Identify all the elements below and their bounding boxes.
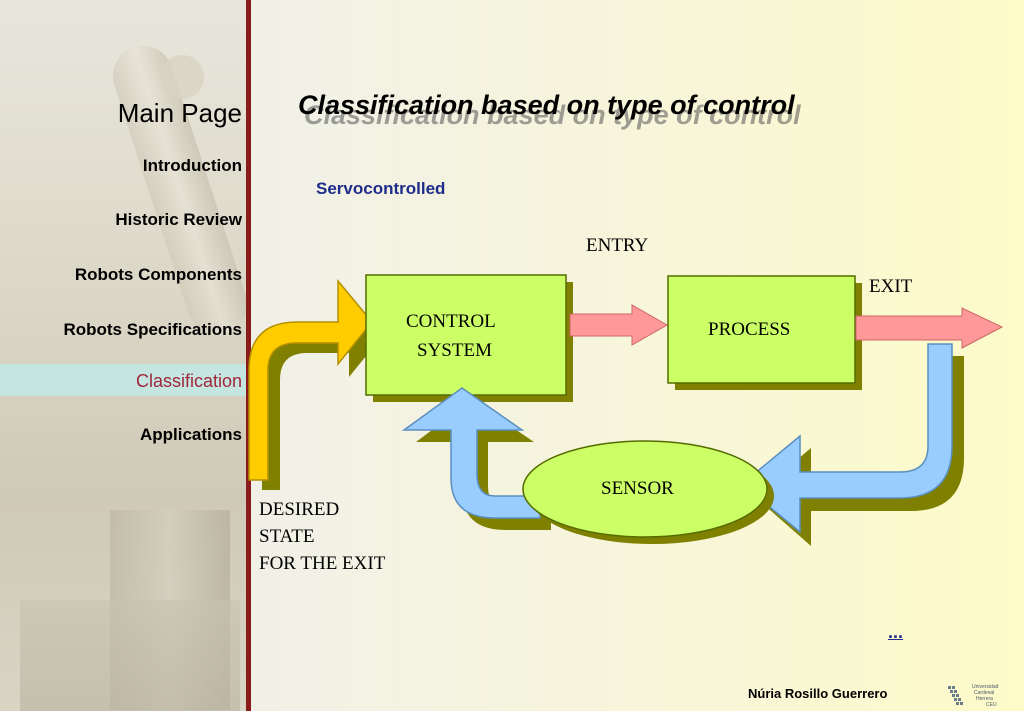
- control-system-label-1: CONTROL: [406, 311, 496, 332]
- process-label: PROCESS: [708, 319, 791, 340]
- control-system-label-2: SYSTEM: [417, 340, 492, 361]
- desired-state-arrow: [248, 278, 373, 481]
- logo-text-4: CEU: [986, 702, 997, 708]
- university-logo-icon: Universidad Cardenal Herrera CEU: [948, 684, 999, 708]
- nav-historic-review[interactable]: Historic Review: [115, 210, 242, 229]
- logo-text-2: Cardenal: [974, 690, 994, 696]
- control-system-box: [365, 274, 567, 396]
- robot-joint-image: [160, 55, 204, 99]
- nav-classification[interactable]: Classification: [135, 371, 242, 391]
- entry-label: ENTRY: [586, 235, 649, 256]
- desired-state-line-1: DESIRED: [259, 499, 340, 520]
- sidebar-background: [0, 0, 246, 711]
- more-link[interactable]: ...: [888, 622, 904, 642]
- exit-arrow: [855, 307, 1004, 349]
- exit-label: EXIT: [869, 276, 913, 297]
- desired-state-line-2: STATE: [259, 526, 315, 547]
- nav-robots-specifications[interactable]: Robots Specifications: [63, 320, 242, 339]
- slide-subtitle: Servocontrolled: [316, 179, 446, 198]
- process-box: [667, 275, 856, 384]
- author-name: Núria Rosillo Guerrero: [748, 686, 888, 701]
- feedback-arrow-left: [401, 387, 541, 519]
- sensor-label: SENSOR: [601, 478, 674, 499]
- sidebar-divider: [246, 0, 251, 711]
- feedback-arrow-right: [740, 343, 953, 534]
- desired-state-label: DESIRED STATE FOR THE EXIT: [259, 496, 385, 577]
- nav-introduction[interactable]: Introduction: [142, 156, 242, 175]
- logo-text-3: Herrera: [976, 696, 993, 702]
- desired-state-line-3: FOR THE EXIT: [259, 553, 386, 574]
- slide-title-shadow: Classification based on type of control: [304, 100, 801, 130]
- logo-text-1: Universidad: [972, 684, 999, 690]
- nav-robots-components[interactable]: Robots Components: [74, 265, 242, 284]
- feedback-arrow-left-shadow: [416, 400, 551, 530]
- sensor-ellipse: [522, 440, 768, 538]
- robot-foot-image: [20, 600, 240, 711]
- slide-title: Classification based on type of control: [298, 90, 795, 120]
- nav-main-page[interactable]: Main Page: [117, 98, 242, 128]
- university-logo: Universidad Cardenal Herrera CEU: [944, 680, 1024, 711]
- entry-arrow: [569, 304, 669, 346]
- nav-applications[interactable]: Applications: [139, 425, 242, 444]
- nav-current-highlight: [0, 364, 246, 396]
